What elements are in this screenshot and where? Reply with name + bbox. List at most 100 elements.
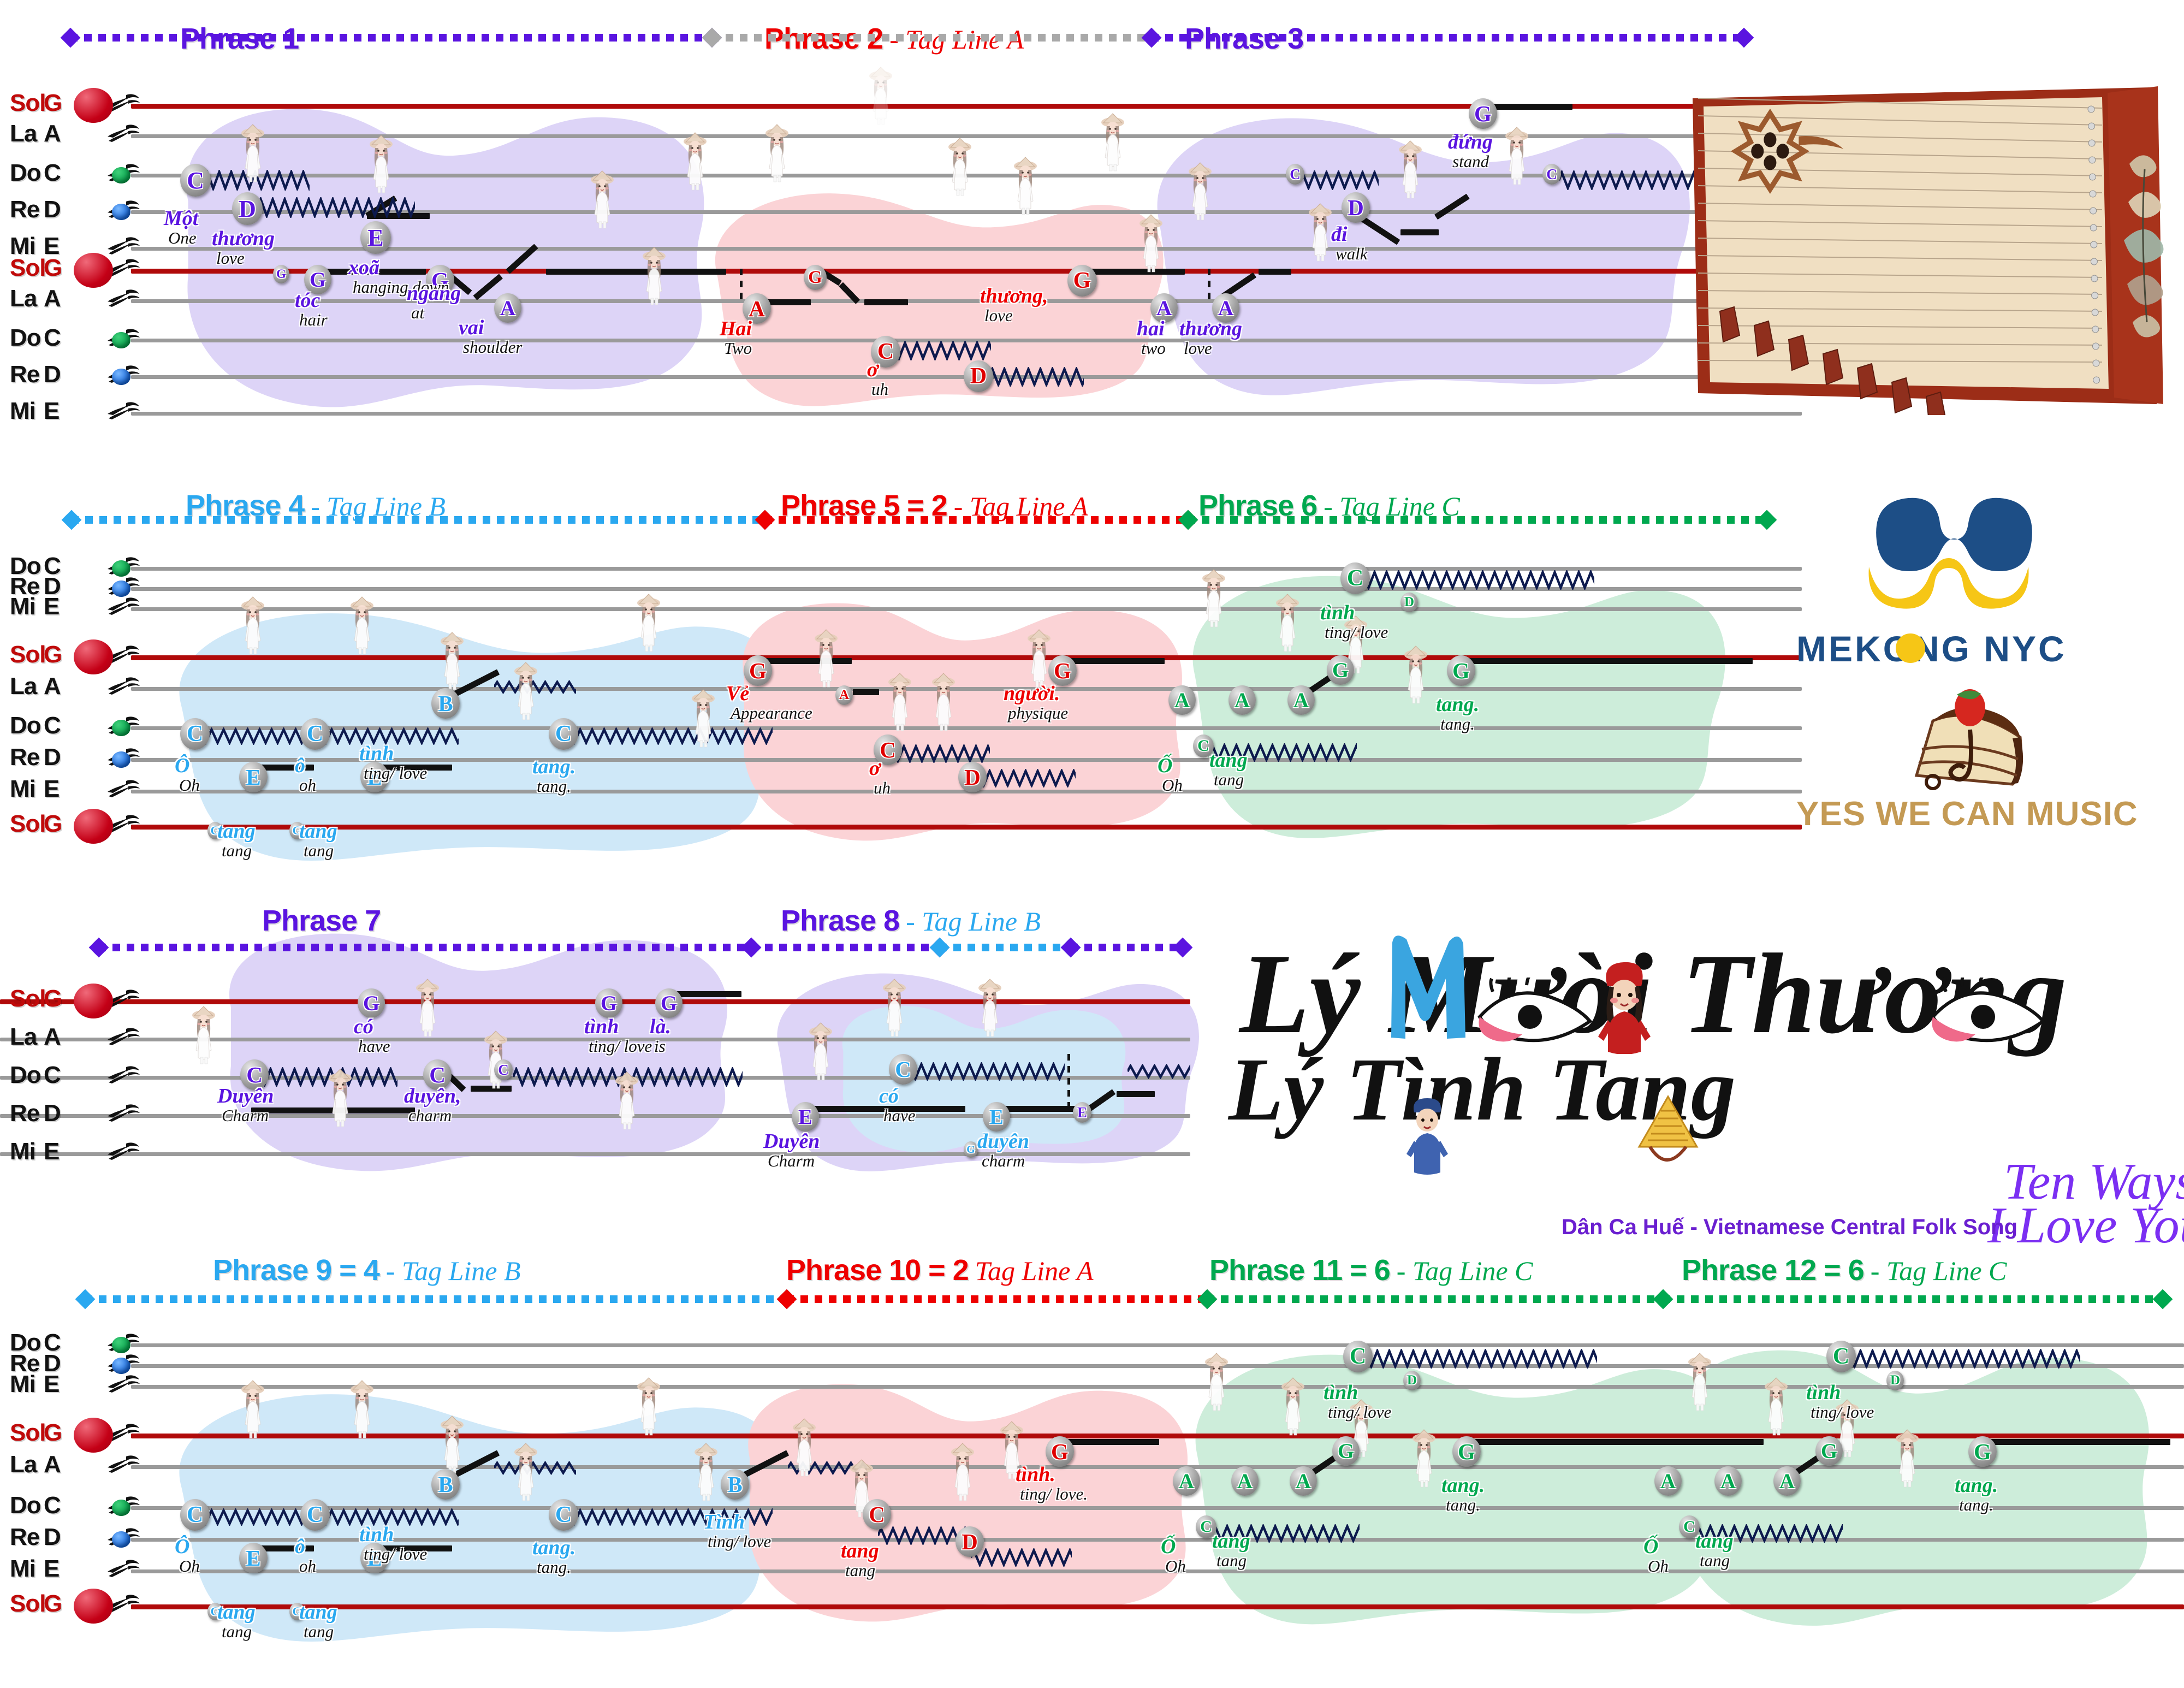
note-head[interactable]: D (1400, 593, 1418, 612)
note-head[interactable]: E (1073, 1102, 1091, 1123)
note-letter: G (431, 268, 449, 293)
vibrato-squiggle (1557, 169, 1717, 192)
staff-line (131, 1538, 2184, 1542)
staff-note-label: SolG (10, 254, 62, 281)
note-head[interactable]: B (721, 1469, 749, 1500)
note-head[interactable]: G (207, 1603, 223, 1620)
phrase-bracket (1070, 944, 1182, 951)
note-head[interactable]: E (239, 1543, 268, 1573)
note-head[interactable]: C (863, 1499, 891, 1530)
note-letter: G (363, 991, 380, 1015)
note-head[interactable]: G (1815, 1436, 1843, 1466)
note-head[interactable]: C (1679, 1515, 1700, 1538)
note-head[interactable]: D (1342, 192, 1370, 223)
note-head[interactable]: G (289, 822, 305, 839)
note-head[interactable]: G (426, 265, 454, 295)
note-head[interactable]: A (743, 293, 771, 324)
note-head[interactable]: E (360, 221, 391, 254)
phrase-bracket-marker (1734, 27, 1754, 48)
note-head[interactable]: C (1542, 164, 1561, 185)
note-head[interactable]: C (180, 718, 210, 750)
note-head[interactable]: C (1343, 1341, 1373, 1372)
note-head[interactable]: D (1403, 1371, 1421, 1390)
note-head[interactable]: C (1340, 562, 1370, 594)
note-head[interactable]: C (180, 1499, 210, 1531)
note-head[interactable]: C (423, 1059, 452, 1090)
note-head[interactable]: G (804, 265, 827, 290)
note-head[interactable]: C (1193, 735, 1214, 757)
lyric-vietnamese: tang (1212, 1530, 1250, 1553)
note-head[interactable]: G (289, 1603, 305, 1620)
note-letter: C (1349, 1344, 1367, 1369)
note-head[interactable]: G (595, 988, 622, 1018)
note-head[interactable]: E (983, 1102, 1010, 1132)
note-head[interactable]: A (1231, 1466, 1259, 1496)
note-head[interactable]: G (1469, 98, 1497, 129)
note-head[interactable]: A (1287, 685, 1315, 715)
phrase-bracket-marker (1178, 510, 1198, 530)
lyric-vietnamese: thương, (980, 285, 1048, 307)
note-letter: A (1779, 1469, 1795, 1493)
note-head[interactable]: G (1447, 655, 1475, 686)
note-head[interactable]: G (655, 988, 682, 1018)
note-head[interactable]: C (871, 336, 900, 368)
note-head[interactable]: C (549, 1499, 578, 1531)
note-head[interactable]: A (494, 293, 521, 323)
note-head[interactable]: D (956, 1526, 984, 1557)
note-head[interactable]: G (1332, 1436, 1360, 1466)
note-head[interactable]: C (549, 718, 578, 750)
lyric-translation: Oh (1162, 775, 1183, 795)
open-string-marker (74, 1589, 113, 1624)
note-head[interactable]: G (358, 988, 385, 1018)
note-head[interactable]: A (1714, 1466, 1742, 1496)
vibrato-squiggle (493, 1460, 579, 1476)
note-head[interactable]: A (1290, 1466, 1317, 1496)
note-head[interactable]: C (1196, 1515, 1216, 1538)
note-head[interactable]: A (1773, 1466, 1801, 1496)
note-head[interactable]: D (958, 762, 987, 792)
note-head[interactable]: B (431, 688, 460, 719)
note-head[interactable]: C (240, 1059, 269, 1090)
note-head[interactable]: D (232, 192, 263, 225)
ao-dai-girl-icon (1201, 568, 1226, 628)
note-head[interactable]: C (300, 1499, 330, 1531)
note-head[interactable]: D (1886, 1371, 1904, 1390)
note-head[interactable]: C (889, 1054, 917, 1085)
note-letter: D (962, 1529, 978, 1554)
note-head[interactable]: G (1327, 655, 1354, 685)
note-head[interactable]: G (1067, 265, 1097, 297)
note-head[interactable]: C (1286, 164, 1304, 185)
note-head[interactable]: C (494, 1059, 513, 1080)
note-beam (1990, 1439, 2170, 1445)
note-head[interactable]: E (239, 762, 268, 792)
note-head[interactable]: A (1173, 1466, 1200, 1496)
note-head[interactable]: G (1968, 1436, 1997, 1467)
note-head[interactable]: C (1826, 1341, 1856, 1372)
pitch-dot-blue (112, 751, 130, 768)
note-head[interactable]: A (1150, 293, 1178, 323)
note-head[interactable]: G (273, 265, 289, 283)
note-head[interactable]: D (964, 360, 993, 392)
note-head[interactable]: A (1212, 293, 1239, 323)
note-head[interactable]: G (964, 1141, 978, 1158)
note-head[interactable]: G (304, 265, 331, 294)
note-head[interactable]: G (207, 822, 223, 839)
note-head[interactable]: C (300, 718, 330, 750)
note-head[interactable]: G (1048, 655, 1077, 686)
note-letter: A (1174, 688, 1190, 712)
note-head[interactable]: A (835, 685, 853, 705)
lyric-vietnamese: Vẻ (726, 682, 750, 705)
note-head[interactable]: E (792, 1102, 819, 1132)
note-head[interactable]: G (744, 655, 772, 686)
lyric-vietnamese: Duyên (217, 1085, 274, 1107)
note-head[interactable]: C (874, 735, 902, 765)
note-head[interactable]: B (431, 1469, 460, 1500)
note-head[interactable]: E (360, 1543, 389, 1573)
note-head[interactable]: A (1228, 685, 1256, 715)
note-head[interactable]: G (1046, 1436, 1074, 1467)
note-head[interactable]: C (180, 164, 211, 197)
note-head[interactable]: A (1168, 685, 1196, 715)
note-head[interactable]: E (360, 762, 389, 792)
note-head[interactable]: G (1452, 1436, 1481, 1467)
note-head[interactable]: A (1654, 1466, 1682, 1496)
